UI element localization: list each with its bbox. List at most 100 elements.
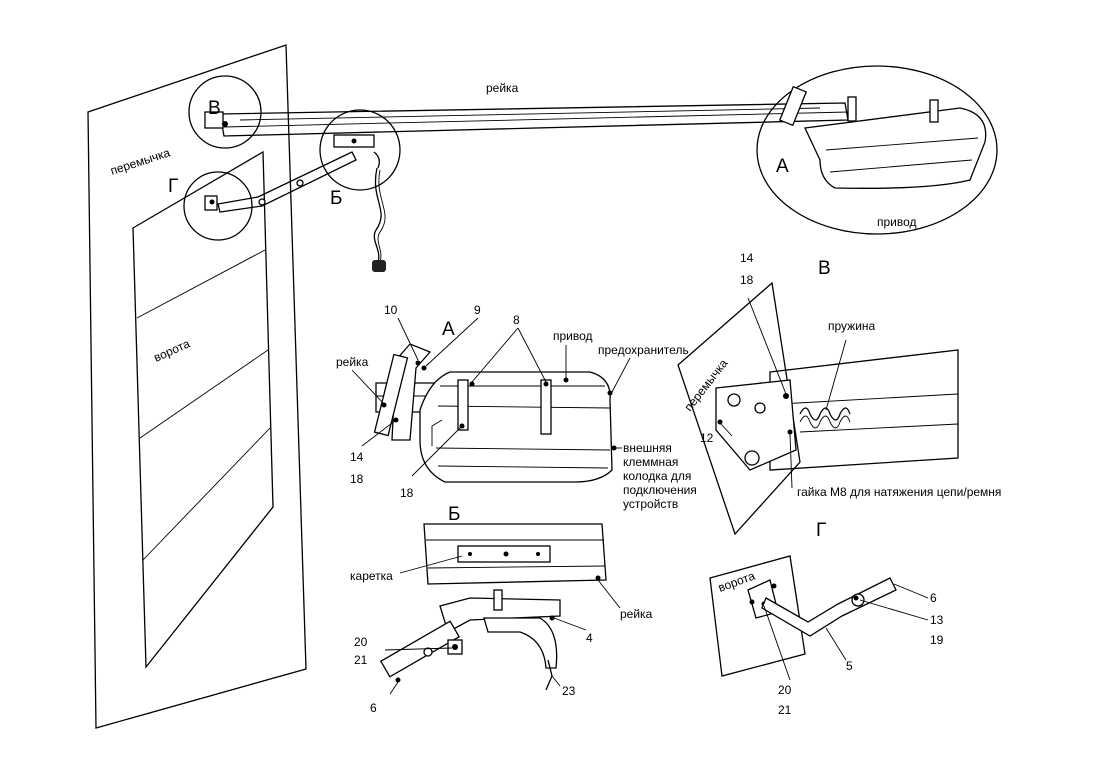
bolt [771,583,777,589]
zoom-circle-v [188,75,262,149]
arm-hole [423,647,433,657]
leader [397,317,419,361]
drive-line [435,447,611,451]
nut-label: гайка M8 для натяжения цепи/ремня [797,485,1001,499]
mount-bar [373,353,409,437]
detail-a: А 10 [336,303,697,511]
leader [859,599,929,621]
release-hook [373,151,380,169]
bracket-8 [457,379,469,431]
bolt [754,402,766,414]
zoom-circle-a [756,65,998,235]
rail-label: рейка [336,355,369,369]
bolt [783,393,789,399]
leader [763,605,791,681]
num-19: 19 [930,633,944,647]
terminal-line-4: подключения [623,483,697,497]
detail-b: Б каретка рейка 20 21 4 23 [350,504,653,715]
carriage-post [493,589,503,611]
zoom-circle-b [319,109,401,191]
num-18-a: 18 [350,472,364,486]
leader [825,339,847,411]
num-10: 10 [384,303,398,317]
bolt [607,390,613,396]
bolt [415,360,421,366]
release-handle [372,260,386,272]
release-cord [373,167,382,263]
num-21: 21 [778,703,792,717]
detail-v: В 14 18 пружина перемычка 12 гайка M8 дл… [677,251,1001,536]
spring-2 [799,415,851,429]
terminal-line-1: внешняя [623,441,672,455]
drive-label: привод [553,329,593,343]
rail-edge [223,111,849,128]
zoom-circle-g [183,171,253,241]
gate-label: ворота [152,336,193,364]
detail-g: Г ворота 6 13 19 5 20 21 [709,520,944,717]
wall-panel [87,44,307,729]
leader [551,675,561,687]
bolt [351,138,357,144]
leader [553,617,587,631]
bolt [503,551,509,557]
drive-handle [431,419,443,446]
overview-drawing: В Г Б А рейка перемычка ворота привод [87,44,998,729]
mount-bracket [929,99,939,123]
num-20: 20 [778,683,792,697]
circle-a-label: А [776,156,789,177]
num-4: 4 [586,631,593,645]
bolt [595,575,601,581]
bolt [787,429,793,435]
bolt [468,552,472,556]
bolt [717,419,723,425]
num-23: 23 [562,684,576,698]
detail-g-title: Г [816,520,826,541]
drive-label: привод [877,215,917,229]
rail-edge [799,423,959,433]
bolt [563,377,569,383]
lintel-label: перемычка [109,145,172,178]
arm-hole [258,198,266,206]
bolt [549,615,555,621]
carriage-label: каретка [350,569,393,583]
leader [719,422,733,437]
detail-a-title: А [442,319,455,340]
num-18-b: 18 [400,486,414,500]
gate-plate [709,555,806,677]
leader [597,579,621,609]
drive-line [829,159,973,173]
rail-label: рейка [486,81,519,95]
num-21: 21 [354,653,368,667]
release-cord-2 [377,169,386,263]
spring [799,407,851,421]
lintel-plate [677,281,801,536]
gate-panel [132,150,274,669]
arm-hole [395,677,401,683]
hook-arm [483,617,558,669]
num-18: 18 [740,273,754,287]
circle-g-label: Г [168,176,178,197]
leader [789,433,793,489]
leader [399,555,463,574]
mount-bracket [778,85,808,127]
terminal-line-5: устройств [623,497,678,511]
num-14: 14 [740,251,754,265]
leader [389,681,399,695]
mount-bracket [847,96,857,122]
door-arm [217,151,357,213]
num-14: 14 [350,450,364,464]
bolt [536,552,540,556]
leader [425,317,479,367]
num-12: 12 [700,431,714,445]
leader [825,627,847,661]
drive-housing [804,107,987,189]
drive-line [437,465,609,469]
leader [351,369,385,405]
num-5: 5 [846,659,853,673]
bolt [469,381,475,387]
leader [893,583,929,599]
terminal-line-2: клеммная [623,455,678,469]
leader [361,419,397,447]
bracket-8 [540,379,552,435]
